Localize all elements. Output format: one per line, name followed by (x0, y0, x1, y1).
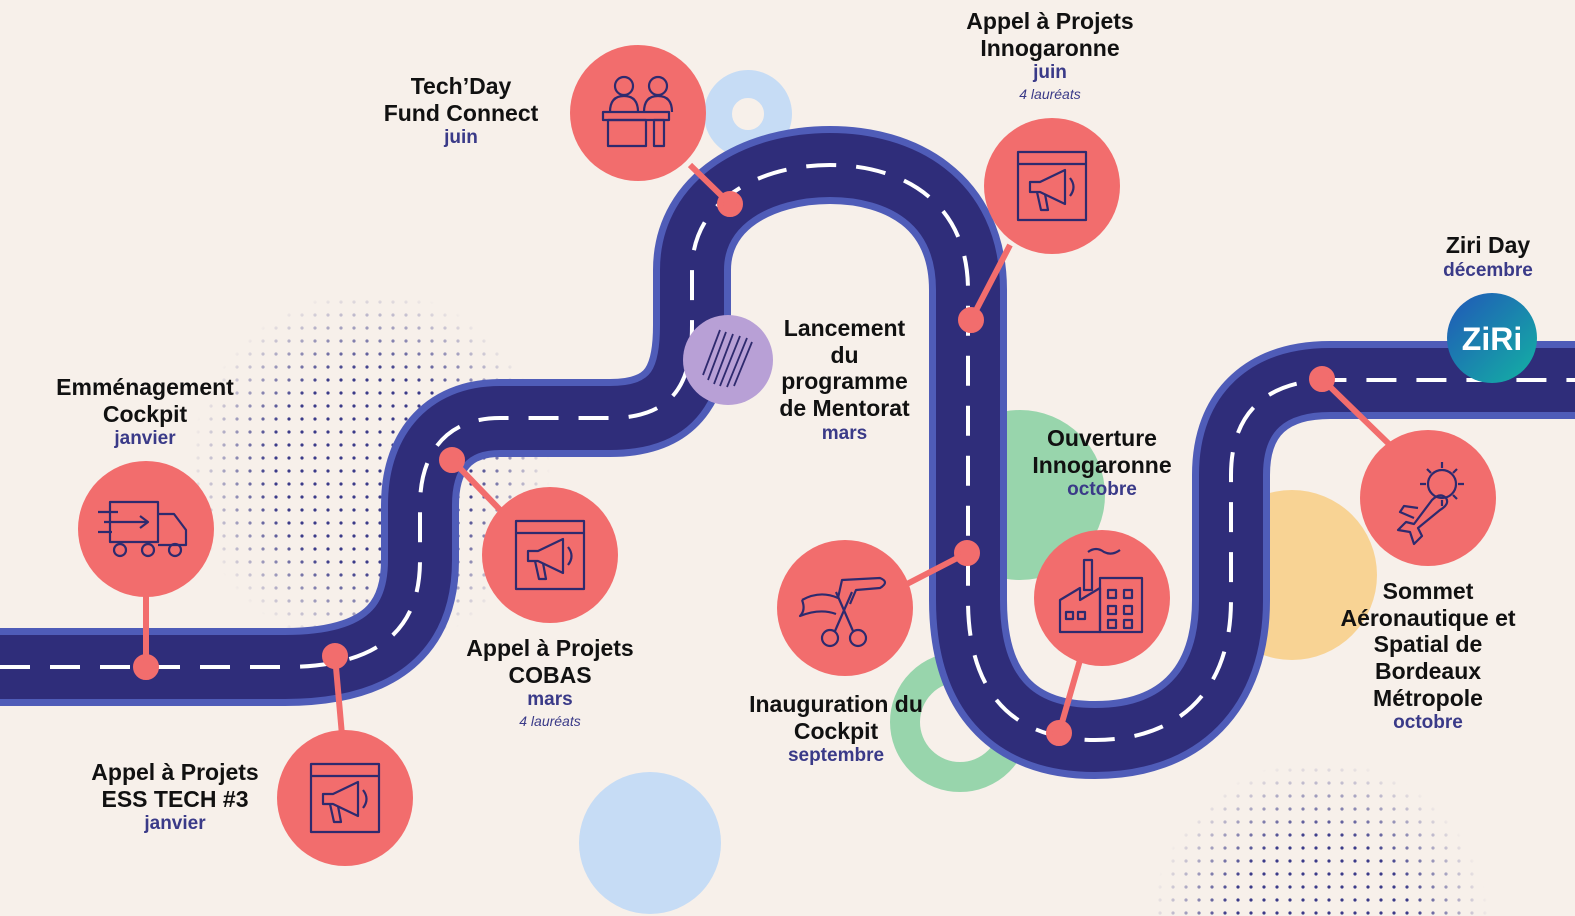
milestone-cobas (482, 487, 618, 623)
milestone-circle (1360, 430, 1496, 566)
milestone-innogaronne-call (984, 118, 1120, 254)
megaphone-icon (514, 519, 586, 591)
milestone-title: Emménagement Cockpit (56, 374, 234, 427)
milestone-circle (482, 487, 618, 623)
milestone-month: mars (527, 689, 573, 711)
label-emmenagement: Emménagement Cockpit janvier (25, 374, 265, 450)
milestone-winners: 4 lauréats (1019, 86, 1081, 103)
milestone-techday (570, 45, 706, 181)
milestone-title: Ouverture Innogaronne (1032, 425, 1172, 478)
milestone-title: Appel à Projets ESS TECH #3 (91, 759, 259, 812)
road (0, 126, 1575, 779)
milestone-title: Inauguration du Cockpit (749, 691, 923, 744)
milestone-month: septembre (787, 745, 885, 767)
ziri-logo-text: ZiRi (1462, 321, 1522, 357)
label-innogaronne-open: Ouverture Innogaronne octobre (1000, 425, 1204, 501)
milestone-innogaronne-open (1034, 530, 1170, 666)
road-center-dashes (0, 163, 1575, 742)
label-cobas: Appel à Projets COBAS mars 4 lauréats (440, 635, 660, 730)
milestone-winners: 4 lauréats (519, 713, 581, 730)
milestone-mentorat (683, 315, 773, 405)
megaphone-icon (309, 762, 381, 834)
label-mentorat: Lancement du programme de Mentorat mars (752, 315, 937, 445)
blue-circle-decoration (579, 772, 721, 914)
ribbon-scissors-icon (798, 576, 887, 648)
milestone-title: Tech’Day Fund Connect (383, 73, 539, 126)
milestone-title: Appel à Projets Innogaronne (966, 8, 1134, 61)
label-techday: Tech’Day Fund Connect juin (355, 73, 567, 149)
label-sommet: Sommet Aéronautique et Spatial de Bordea… (1310, 578, 1546, 734)
milestone-circle (984, 118, 1120, 254)
milestone-ess-tech (277, 730, 413, 866)
milestone-title: Ziri Day (1445, 232, 1531, 258)
milestone-month: juin (444, 127, 478, 149)
milestone-title: Sommet Aéronautique et Spatial de Bordea… (1340, 578, 1516, 711)
megaphone-icon (1016, 150, 1088, 222)
label-ziri: Ziri Day décembre (1408, 232, 1568, 282)
milestone-month: décembre (1443, 259, 1533, 281)
dot-pattern-bottom-right (1140, 760, 1500, 916)
airplane-gear-icon (1396, 462, 1464, 546)
milestone-sommet (1360, 430, 1496, 566)
hatch-icon (702, 329, 753, 388)
milestone-connectors (133, 162, 1393, 746)
truck-icon (98, 500, 188, 558)
milestone-circle (277, 730, 413, 866)
panel-speakers-icon (601, 75, 674, 148)
factory-icon (1058, 547, 1144, 634)
milestone-month: octobre (1067, 479, 1137, 501)
milestone-month: mars (821, 422, 868, 444)
milestone-title: Appel à Projets COBAS (466, 635, 634, 688)
label-innogaronne-call: Appel à Projets Innogaronne juin 4 lauré… (935, 8, 1165, 103)
milestone-circle (683, 315, 773, 405)
milestone-month: octobre (1393, 712, 1463, 734)
milestone-title: Lancement du programme de Mentorat (779, 315, 910, 422)
ziri-logo: ZiRi (1447, 293, 1537, 383)
milestone-circle (78, 461, 214, 597)
milestone-emmenagement (78, 461, 214, 597)
label-ess-tech: Appel à Projets ESS TECH #3 janvier (60, 759, 290, 835)
milestone-month: janvier (144, 813, 206, 835)
label-inauguration: Inauguration du Cockpit septembre (720, 691, 952, 767)
milestone-month: juin (1033, 62, 1067, 84)
milestone-month: janvier (114, 428, 176, 450)
milestone-inauguration (777, 540, 913, 676)
